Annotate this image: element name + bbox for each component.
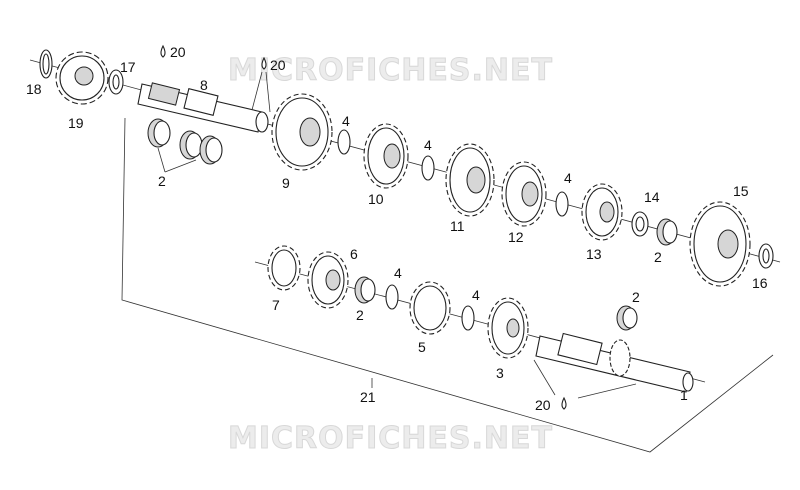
circlip-4c[interactable] [555,191,569,217]
circlip-4e[interactable] [461,305,475,331]
circlip-4a[interactable] [337,129,351,155]
gear-7[interactable] [267,245,301,291]
oil-drop-icon-a [160,44,166,58]
callout-19: 19 [68,115,84,131]
callout-4-b: 4 [424,137,432,153]
washer-17[interactable] [108,69,124,95]
gear-6[interactable] [307,251,349,309]
callout-15: 15 [733,183,749,199]
leader-20b [251,71,263,111]
watermark-bottom: MICROFICHES.NET [228,421,553,456]
washer-16[interactable] [758,243,774,269]
gear-15[interactable] [689,201,751,287]
callout-2-right: 2 [654,249,662,265]
callout-21: 21 [360,389,376,405]
callout-10: 10 [368,191,384,207]
callout-12: 12 [508,229,524,245]
callout-13: 13 [586,246,602,262]
needle-bearings-2a[interactable] [147,118,223,165]
primary-shaft-8[interactable] [137,82,269,133]
gear-11[interactable] [445,143,495,217]
callout-17: 17 [120,59,136,75]
callout-8: 8 [200,77,208,93]
watermark-top: MICROFICHES.NET [228,53,553,88]
callout-20-top-left: 20 [170,44,186,60]
leader-20c-2 [577,383,637,399]
oil-drop-icon-c [561,396,567,410]
callout-3: 3 [496,365,504,381]
callout-4-a: 4 [342,113,350,129]
leader-2a [157,147,166,173]
gear-10[interactable] [363,123,409,189]
callout-4-e: 4 [472,287,480,303]
callout-1: 1 [680,387,688,403]
leader-2a-2 [164,159,197,173]
callout-18: 18 [26,81,42,97]
callout-2-lower-right: 2 [632,289,640,305]
callout-7: 7 [272,297,280,313]
gear-9[interactable] [271,93,333,171]
callout-2-left: 2 [158,173,166,189]
callout-4-d: 4 [394,265,402,281]
assembly-outline [121,117,774,453]
leader-20b-2 [265,71,271,113]
circlip-4d[interactable] [385,284,399,310]
gear-12[interactable] [501,161,547,227]
gear-5[interactable] [409,281,451,335]
needle-bearing-2d[interactable] [616,305,638,331]
callout-20-top: 20 [270,57,286,73]
needle-bearing-2b[interactable] [656,218,678,246]
oil-drop-icon-b [261,56,267,70]
gear-3[interactable] [487,297,529,359]
callout-4-c: 4 [564,170,572,186]
callout-2-lower: 2 [356,307,364,323]
callout-20-bottom: 20 [535,397,551,413]
callout-9: 9 [282,175,290,191]
circlip-4b[interactable] [421,155,435,181]
washer-14[interactable] [631,211,649,237]
callout-6: 6 [350,246,358,262]
callout-16: 16 [752,275,768,291]
gear-13[interactable] [581,183,623,241]
needle-bearing-2c[interactable] [354,276,376,304]
countershaft-1[interactable] [535,332,694,393]
leader-20c [533,359,556,396]
circlip-18[interactable] [39,49,53,79]
callout-5: 5 [418,339,426,355]
sprocket-19[interactable] [55,51,109,105]
callout-14: 14 [644,189,660,205]
callout-11: 11 [450,218,465,234]
